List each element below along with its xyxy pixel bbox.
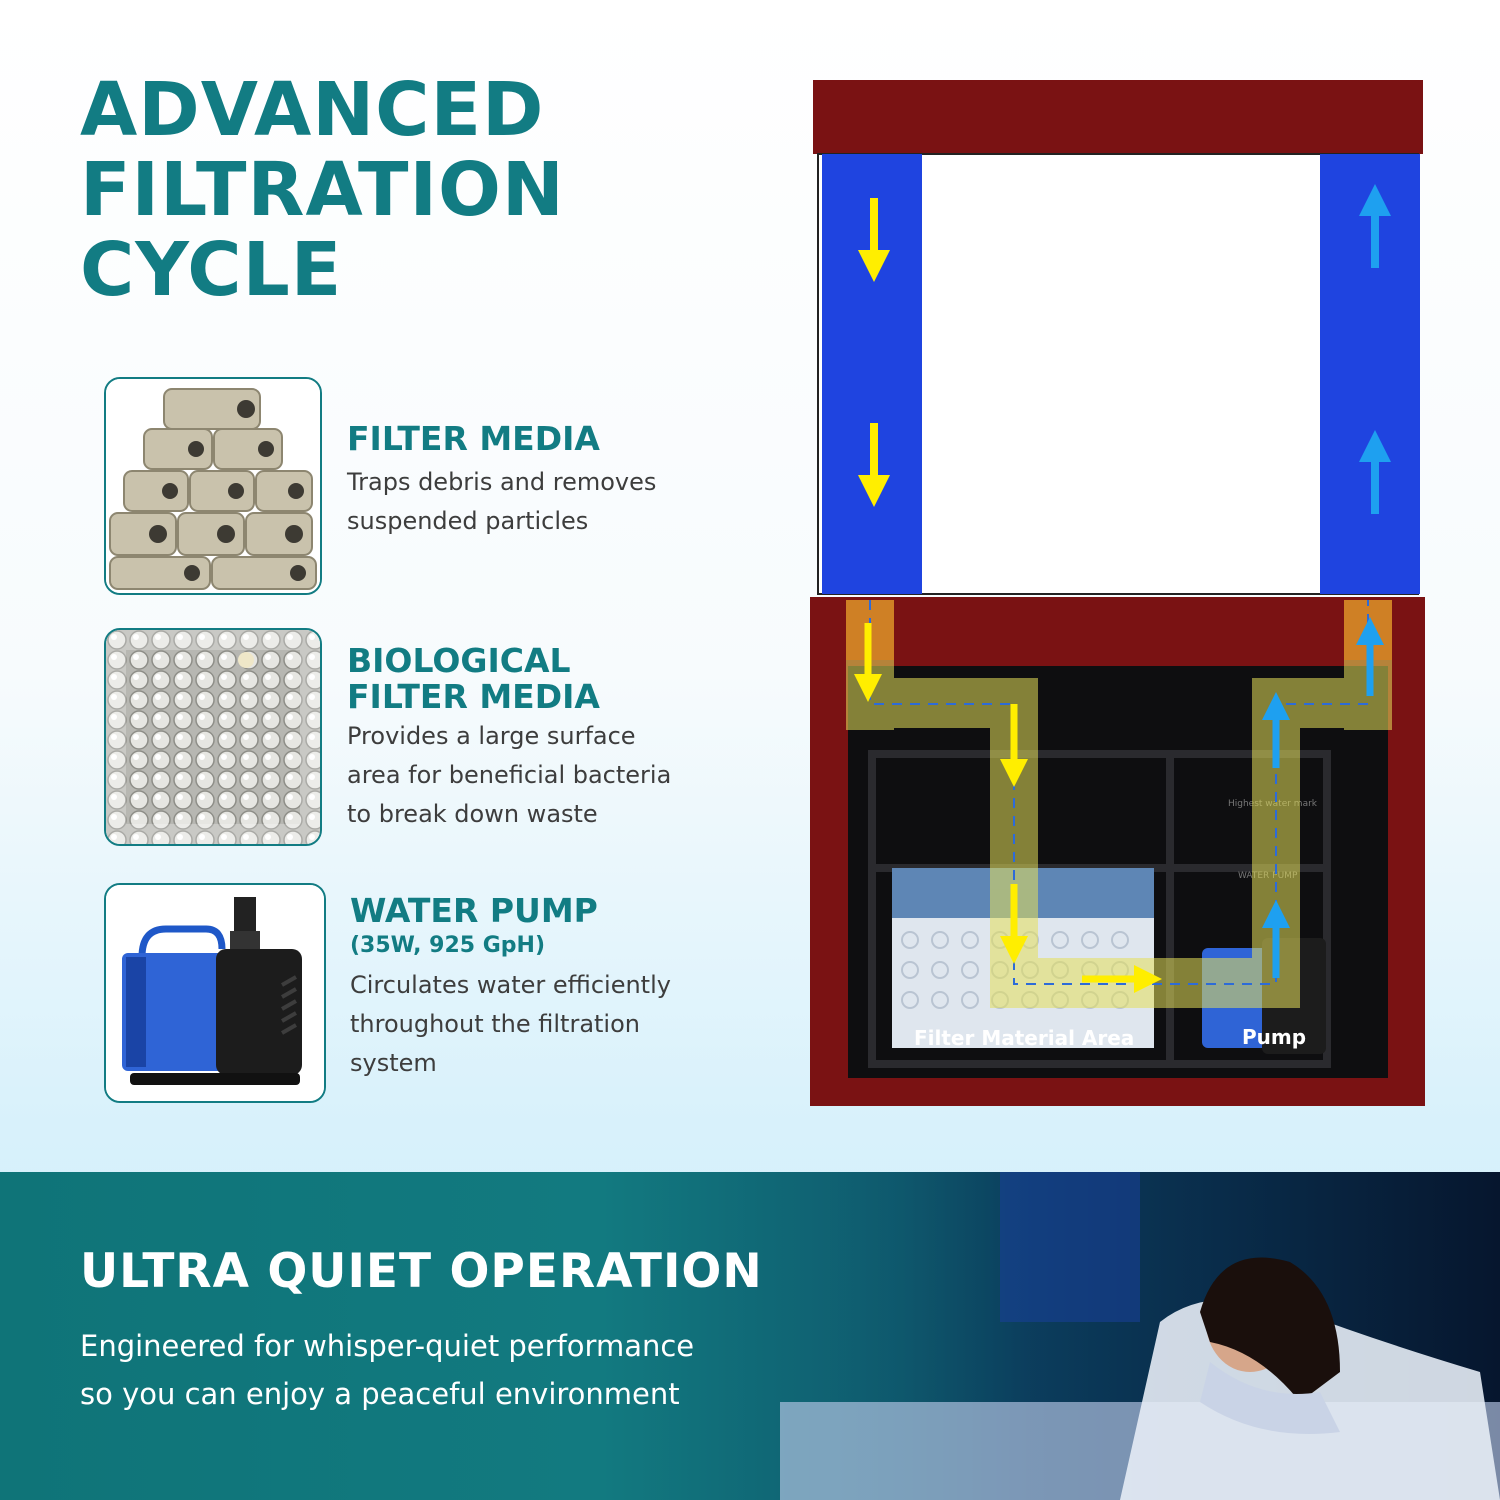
headline-line: ADVANCED [80,67,545,153]
ceramic-rings-image [106,379,320,593]
pump-label: Pump [1242,1025,1306,1049]
banner-desc-line: Engineered for whisper-quiet performance [80,1329,695,1363]
feature-text: WATER PUMP (35W, 925 GpH) Circulates wat… [350,883,750,1083]
feature-desc-line: Provides a large surface [347,722,636,750]
feature-text: BIOLOGICAL FILTER MEDIA Provides a large… [347,628,747,834]
diagram-canvas: Highest water mark WATER PUMP [810,80,1425,1106]
feature-filter-media: FILTER MEDIA Traps debris and removes su… [104,377,744,597]
bio-balls-icon [104,628,322,846]
water-pump-image [106,885,324,1101]
banner-description: Engineered for whisper-quiet performance… [80,1322,694,1418]
feature-description: Provides a large surface area for benefi… [347,717,747,834]
feature-description: Circulates water efficiently throughout … [350,966,750,1083]
feature-title-line: FILTER MEDIA [347,419,600,458]
quiet-operation-banner: ULTRA QUIET OPERATION Engineered for whi… [0,1172,1500,1500]
page-title: ADVANCED FILTRATION CYCLE [80,70,565,310]
feature-description: Traps debris and removes suspended parti… [347,463,747,541]
filter-area-label: Filter Material Area [914,1026,1134,1050]
feature-title-line: BIOLOGICAL [347,641,571,680]
feature-desc-line: area for beneficial bacteria [347,761,672,789]
feature-desc-line: system [350,1049,437,1077]
banner-desc-line: so you can enjoy a peaceful environment [80,1377,680,1411]
bio-balls-image [106,630,320,844]
feature-desc-line: throughout the filtration [350,1010,640,1038]
banner-title: ULTRA QUIET OPERATION [80,1244,763,1299]
up-flow-column [1320,154,1420,594]
feature-desc-line: suspended particles [347,507,589,535]
feature-desc-line: to break down waste [347,800,598,828]
feature-text: FILTER MEDIA Traps debris and removes su… [347,377,747,541]
feature-title: WATER PUMP [350,893,750,929]
water-pump-icon [104,883,326,1103]
feature-title: FILTER MEDIA [347,421,747,457]
filtration-diagram: Highest water mark WATER PUMP [810,78,1425,1106]
feature-title-line: FILTER MEDIA [347,677,600,716]
feature-desc-line: Traps debris and removes [347,468,657,496]
feature-title-line: WATER PUMP [350,891,598,930]
feature-subtitle: (35W, 925 GpH) [350,933,546,958]
headline-line: FILTRATION [80,147,565,233]
sleeping-woman-image [780,1172,1500,1500]
tank-top-cap [813,80,1423,154]
feature-biological-filter-media: BIOLOGICAL FILTER MEDIA Provides a large… [104,628,744,848]
feature-title: BIOLOGICAL FILTER MEDIA [347,643,747,715]
feature-desc-line: Circulates water efficiently [350,971,671,999]
feature-water-pump: WATER PUMP (35W, 925 GpH) Circulates wat… [104,883,744,1103]
headline-line: CYCLE [80,227,343,313]
ceramic-rings-icon [104,377,322,595]
